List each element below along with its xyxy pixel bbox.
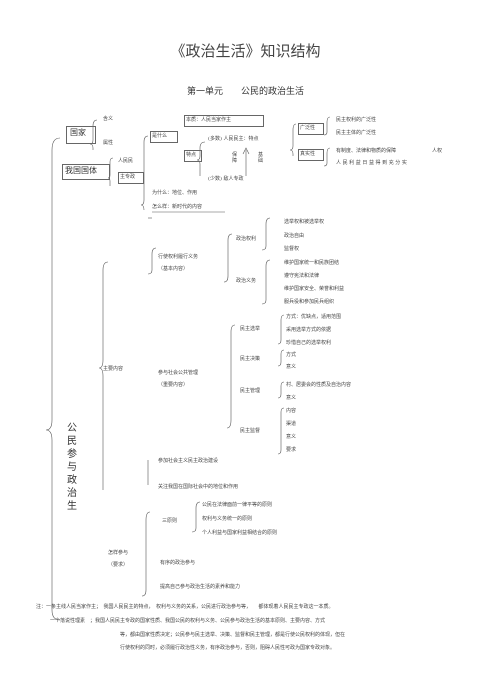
renminmin-label: 人民民 [118,158,134,164]
zenyang-label: 怎样参与 [108,550,129,556]
zy1-label: 维护国家统一和民族团结 [284,260,340,266]
canyu-bracket [226,324,236,429]
zs1-label: 有制度、法律和物质的保障 [336,148,397,154]
duoshu-label: (多数) 人民民主：特点 [208,136,259,142]
md2-label: 渠道 [286,421,297,427]
main-brace [45,137,61,621]
guangfanxing-label: 广泛性 [300,125,316,131]
minzhu-jiandu-label: 民主监督 [240,428,261,434]
note-line-2: 一个落说性理素 ；我国人民民主专政的国家性质、我国公民的权利与义务、公民参与政治… [50,618,326,624]
zhuyao-bracket [98,261,109,490]
zhuanzheng-box [118,172,144,184]
baozhang-label: 保障 [232,152,238,164]
zhengzhi-yiwu-bracket [261,259,271,305]
guoti-box [62,164,110,180]
jiben-label: （基本内容） [158,266,189,272]
guanzhu-label: 关注我国在国际社会中的地位和作用 [158,484,239,490]
shishenme-box [150,131,178,143]
zy3-label: 维护国家安全、荣誉和利益 [284,286,345,292]
minzhu-xuanju-label: 民主选举 [240,326,261,332]
benzhi-label: 本质：人民当家作主 [186,117,232,123]
jianshe-label: 参加社会主义民主政治建设 [158,458,219,464]
unit-title: 第一单元 公民的政治生活 [186,87,304,97]
minzhu-juece-label: 民主决策 [240,356,261,362]
quanli-yiwu-bracket [223,233,233,283]
zhengzhi-yiwu-label: 政治义务 [236,278,257,284]
sy3-label: 个人利益与国家利益相结合的原则 [202,530,278,536]
zhuyao-neirong-label: 主要内容 [103,366,124,372]
sy2-label: 权利与义务统一的原则 [202,516,253,522]
zq3-label: 监督权 [284,246,300,252]
duoshu-bracket [289,123,297,156]
zenyang-bracket [141,511,151,597]
zs-bracket [323,147,331,167]
tedian-box [184,150,202,162]
zy4-label: 服兵役和参加民兵组织 [284,299,335,305]
xuanju-bracket [277,314,285,345]
xingshi-label: 行使权利履行义务 [158,254,199,260]
zs-tail-label: 人权 [432,148,443,154]
guoti-label: 我国国体 [65,166,97,175]
guojia-label: 国家 [70,128,86,137]
gf2-label: 民主主体的广泛性 [336,130,377,136]
jichu-label: 基础 [258,152,264,164]
md4-label: 要求 [286,447,297,453]
sange-label: 三原则 [162,518,178,524]
tigao-label: 提高自己参与政治生活的素养和能力 [160,584,241,590]
zhuanzheng-label: 主专政 [120,174,136,180]
shaoshu-label: (少数) 敌人专政 [208,176,244,182]
jiandu-bracket [277,407,285,455]
note-line-3: 等，都由国家性质决定；公民参与民主选举、决策、监督和民主管理，都是行使公民权利的… [120,632,346,638]
mx2-label: 采用选举方式的依据 [286,327,332,333]
zs2-label: 人 民 利 益 日 益 得 到 充 分 实 [336,160,407,166]
juece-bracket [277,349,285,367]
note-line-4: 行使权利的同时，必须履行政治性义务，有序政治参与，否则，阻碍人民性可政为国家专政… [120,645,336,651]
shuxing-label: 属性 [103,140,114,146]
zq1-label: 选举权和被选举权 [284,219,325,225]
zhengzhi-quanli-label: 政治权利 [236,236,257,242]
md1-label: 内容 [286,408,297,414]
md3-label: 意义 [286,434,297,440]
mx3-label: 珍惜自己的选举权利 [286,340,332,346]
weishenme-label: 为什么：地位、作用 [152,190,198,196]
sy1-label: 公民在法律面前一律平等的原则 [202,502,273,508]
gf1-label: 民主权利的广泛性 [336,117,377,123]
guojia-box [66,126,96,144]
mj1-label: 方式 [286,352,297,358]
mj2-label: 意义 [286,364,297,370]
shishenme-bracket [140,135,149,211]
page-title: 《政治生活》知识结构 [170,42,321,60]
zenmeyang-label: 怎么样：新时代的内容 [152,204,203,210]
minzhu-guanli-label: 民主管理 [240,388,261,394]
note-line-1: 注：一条主线人民当家作主； 我国人民民主的特点， 权利与义务的关系，公民进行政治… [36,604,334,610]
canyu-label: 参与社会公共管理 [158,370,199,376]
hanyi-label: 含义 [103,116,114,122]
shishenme-label: 是什么 [152,133,168,139]
mg2-label: 意义 [286,395,297,401]
benzhi-box [184,115,264,127]
zhongyao-label: （重要内容） [158,382,189,388]
xingshi-bracket [147,247,157,275]
yaoqiu-label: （要求） [108,562,129,568]
zhenshixing-box [298,149,324,161]
sange-bracket [191,501,201,533]
mx1-label: 方式：优缺点，适用范围 [286,314,342,320]
zy2-label: 遵守宪法和法律 [284,273,320,279]
gf-bracket [323,116,331,136]
guanli-bracket [277,381,285,399]
zq2-label: 政治自由 [284,233,305,239]
zhengzhi-quanli-bracket [261,217,271,251]
mg1-label: 村、居委会的性质及自治内容 [286,382,352,388]
zhenshixing-label: 真实性 [300,151,316,157]
tedian-label: 特点 [186,152,197,158]
side-vertical-title: 公 民 参 与 政 治 生 [67,423,77,512]
guangfanxing-box [298,123,324,135]
youxu-label: 有序的政治参与 [160,560,196,566]
